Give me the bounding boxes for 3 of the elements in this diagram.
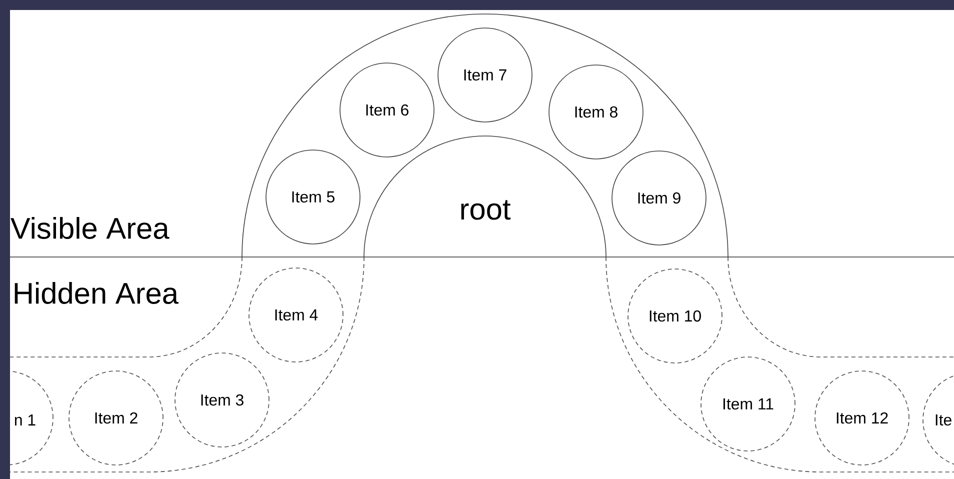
area-label: Visible Area (10, 217, 170, 239)
area-label: Hidden Area (14, 282, 178, 304)
root-arch: root (364, 136, 606, 258)
